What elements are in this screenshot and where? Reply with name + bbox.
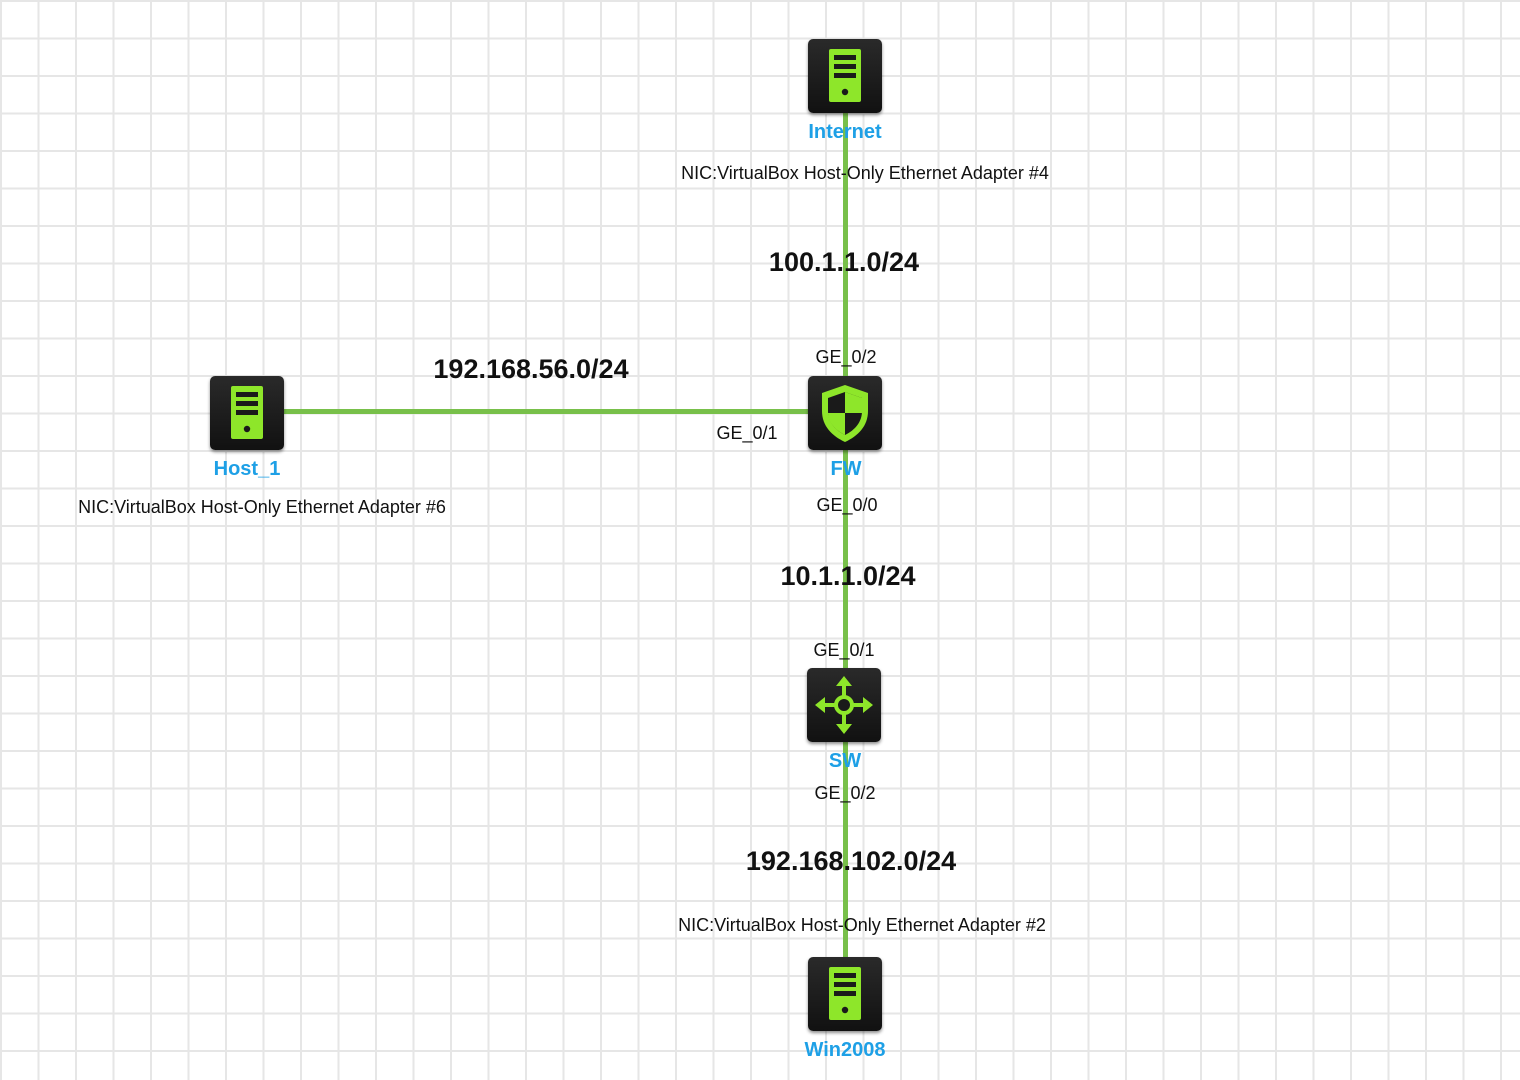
device-host1[interactable]: [210, 376, 284, 450]
nic-label-internet: NIC:VirtualBox Host-Only Ethernet Adapte…: [681, 163, 1049, 183]
port-label-fw-ge-0-2: GE_0/2: [815, 347, 877, 367]
link-sw-win2008[interactable]: [843, 705, 848, 995]
link-host1-fw[interactable]: [247, 409, 844, 414]
port-label-fw-ge-0-1: GE_0/1: [716, 423, 778, 443]
device-label-sw: SW: [828, 750, 862, 772]
nic-label-win2008: NIC:VirtualBox Host-Only Ethernet Adapte…: [678, 915, 1046, 935]
network-label-host1-fw: 192.168.56.0/24: [433, 354, 629, 384]
port-label-sw-ge-0-2: GE_0/2: [814, 783, 876, 803]
nic-label-host1: NIC:VirtualBox Host-Only Ethernet Adapte…: [78, 497, 446, 517]
device-fw[interactable]: [808, 376, 882, 450]
device-sw[interactable]: [807, 668, 881, 742]
port-label-fw-ge-0-0: GE_0/0: [816, 495, 878, 515]
device-label-win2008: Win2008: [804, 1039, 886, 1061]
link-internet-fw[interactable]: [843, 76, 848, 414]
switch-arrows-icon: [815, 676, 873, 734]
network-label-internet-fw: 100.1.1.0/24: [768, 247, 920, 277]
device-label-internet: Internet: [808, 121, 882, 143]
device-label-host1: Host_1: [213, 458, 281, 480]
server-icon: [231, 386, 263, 439]
link-fw-sw[interactable]: [843, 413, 848, 705]
device-win2008[interactable]: [808, 957, 882, 1031]
server-icon: [829, 49, 861, 102]
port-label-sw-ge-0-1: GE_0/1: [813, 640, 875, 660]
network-label-sw-win2008: 192.168.102.0/24: [745, 846, 957, 876]
device-internet[interactable]: [808, 39, 882, 113]
network-label-fw-sw: 10.1.1.0/24: [780, 561, 916, 591]
firewall-shield-icon: [822, 385, 868, 442]
server-icon: [829, 967, 861, 1020]
device-label-fw: FW: [830, 458, 862, 480]
